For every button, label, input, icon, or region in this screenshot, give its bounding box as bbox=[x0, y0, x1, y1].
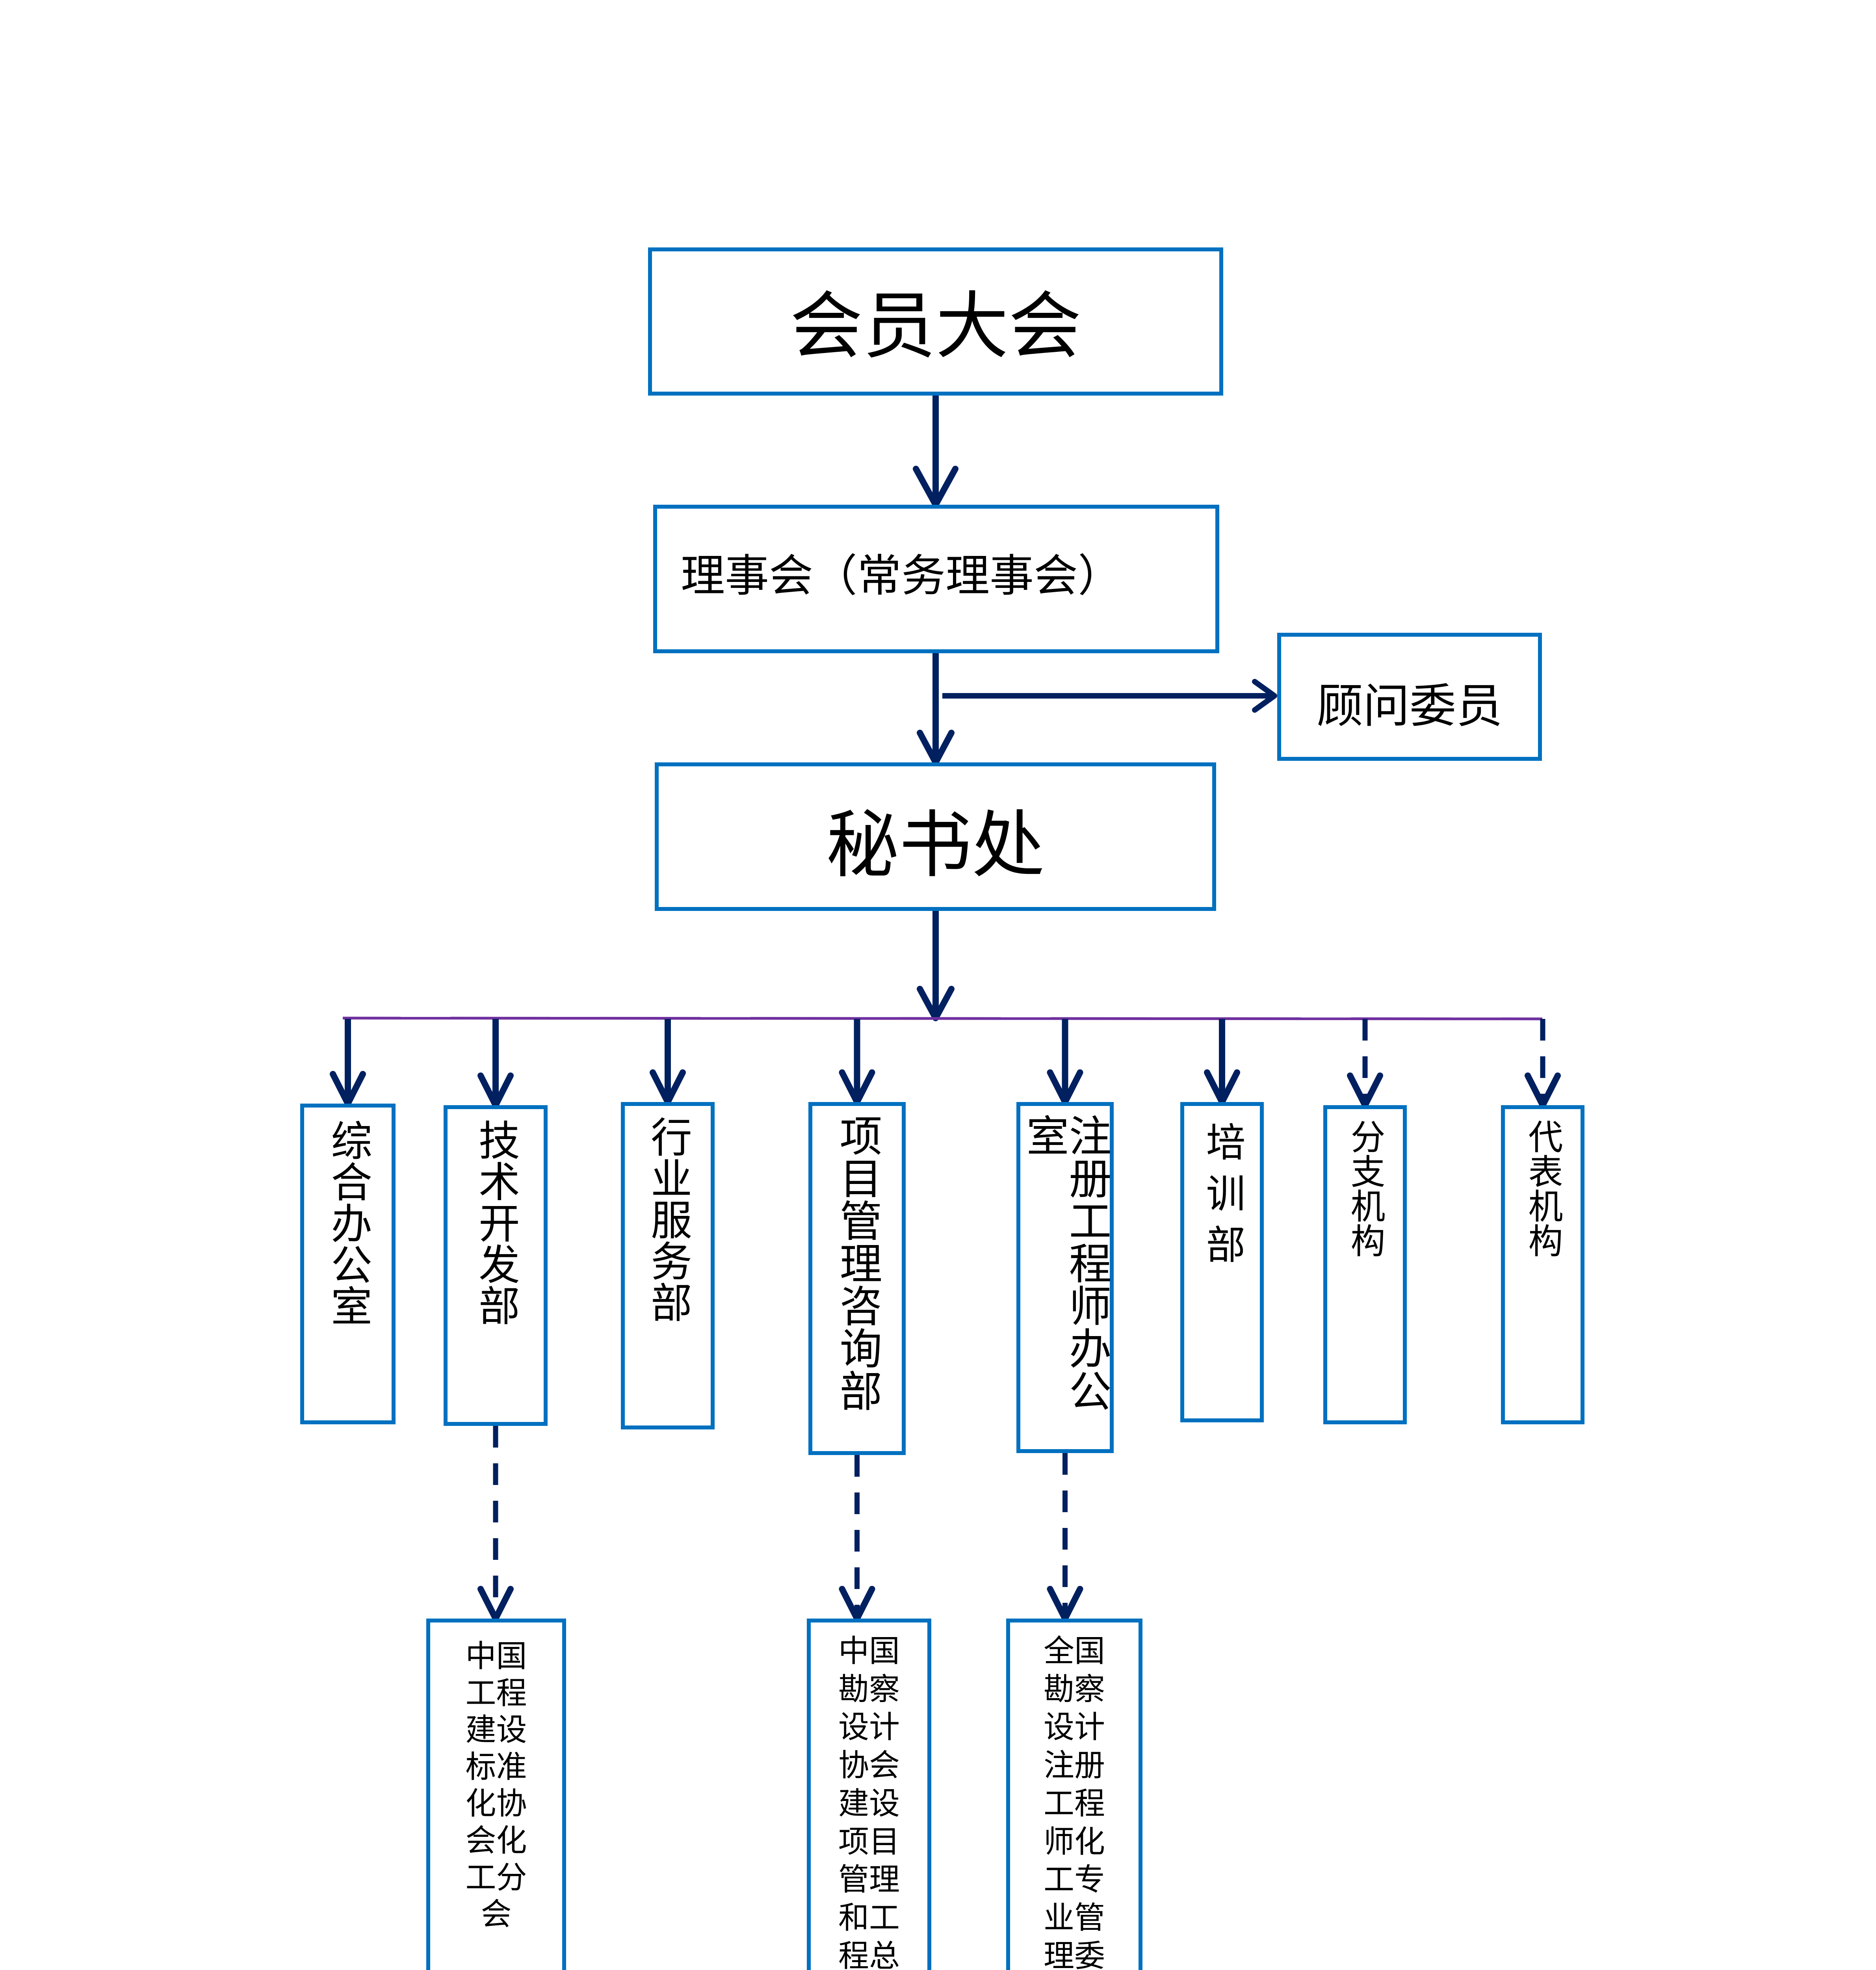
secretariat-box: 秘书处 bbox=[655, 762, 1216, 911]
arrow-council-to-secretariat bbox=[917, 653, 955, 766]
department-label: 培训部 bbox=[1199, 1122, 1245, 1275]
department-box: 培训部 bbox=[1180, 1102, 1264, 1422]
arrow-council-to-advisors bbox=[942, 679, 1277, 713]
arrow-to-department bbox=[1204, 1019, 1240, 1105]
advisors-box: 顾问委员 bbox=[1277, 633, 1542, 761]
arrow-to-sub-unit bbox=[1047, 1453, 1083, 1622]
department-label: 项目管理咨询部 bbox=[832, 1114, 882, 1412]
department-box: 行业服务部 bbox=[621, 1102, 715, 1429]
department-box: 技术开发部 bbox=[444, 1105, 548, 1426]
arrow-to-department bbox=[650, 1019, 686, 1105]
arrow-to-department bbox=[1347, 1019, 1383, 1108]
sub-unit-label: 中国工程建设标准化协会化工分会 bbox=[465, 1639, 527, 1933]
department-box: 代表机构 bbox=[1501, 1105, 1584, 1424]
arrow-to-department bbox=[1525, 1019, 1561, 1108]
sub-unit-box: 全国勘察设计注册工程师化工专业管理委员会 bbox=[1006, 1619, 1142, 1970]
arrow-to-department bbox=[477, 1019, 514, 1108]
arrow-to-department bbox=[839, 1019, 875, 1105]
department-bus-line bbox=[342, 1017, 1543, 1020]
department-label: 代表机构 bbox=[1523, 1119, 1563, 1258]
arrow-secretariat-to-bus bbox=[917, 911, 955, 1021]
arrow-to-department bbox=[1047, 1019, 1083, 1105]
department-label: 注册工程师办公室 bbox=[1019, 1114, 1111, 1412]
sub-unit-box: 中国工程建设标准化协会化工分会 bbox=[426, 1619, 566, 1970]
department-box: 综合办公室 bbox=[300, 1104, 396, 1424]
council-box: 理事会（常务理事会） bbox=[653, 505, 1219, 653]
council-label: 理事会（常务理事会） bbox=[681, 550, 1122, 602]
secretariat-label: 秘书处 bbox=[826, 803, 1045, 888]
department-label: 技术开发部 bbox=[472, 1119, 520, 1326]
department-box: 分支机构 bbox=[1323, 1105, 1407, 1424]
arrow-to-department bbox=[330, 1019, 366, 1107]
arrow-to-sub-unit bbox=[839, 1455, 875, 1622]
advisors-label: 顾问委员 bbox=[1316, 679, 1503, 733]
department-label: 综合办公室 bbox=[324, 1119, 372, 1326]
department-label: 行业服务部 bbox=[644, 1116, 692, 1323]
general-assembly-label: 会员大会 bbox=[790, 284, 1081, 369]
department-label: 分支机构 bbox=[1345, 1119, 1386, 1258]
sub-unit-label: 全国勘察设计注册工程师化工专业管理委员会 bbox=[1043, 1634, 1105, 1970]
department-box: 注册工程师办公室 bbox=[1016, 1102, 1114, 1453]
department-box: 项目管理咨询部 bbox=[808, 1102, 906, 1455]
arrow-assembly-to-council bbox=[913, 396, 958, 508]
arrow-to-sub-unit bbox=[477, 1426, 514, 1622]
general-assembly-box: 会员大会 bbox=[648, 247, 1223, 396]
sub-unit-box: 中国勘察设计协会建设项目管理和工程总承包分会 bbox=[807, 1619, 931, 1970]
sub-unit-label: 中国勘察设计协会建设项目管理和工程总承包分会 bbox=[838, 1634, 900, 1970]
